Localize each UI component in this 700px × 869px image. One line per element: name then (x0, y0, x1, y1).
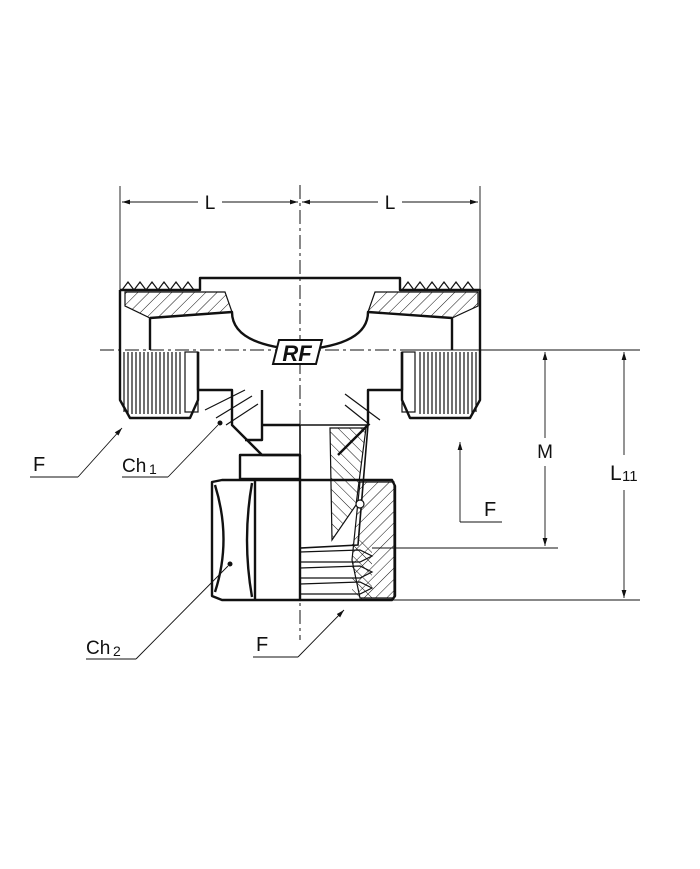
svg-text:2: 2 (113, 643, 121, 659)
dimension-label-l11: L 11 (610, 462, 638, 485)
label-ch2: Ch 2 (86, 638, 121, 659)
nut-inner-thread (299, 534, 374, 600)
callouts: Ch 1 Ch 2 F F F (30, 420, 502, 660)
force-arrow-left (77, 427, 123, 478)
right-dimensions: M L 11 (372, 349, 640, 601)
label-ch1: Ch 1 (122, 456, 157, 477)
svg-text:1: 1 (149, 461, 157, 477)
top-dimension: L L (119, 186, 481, 292)
force-arrow-bottom (297, 609, 345, 658)
dimension-label-l-right: L (385, 193, 396, 214)
right-threaded-end (401, 351, 477, 414)
svg-text:Ch: Ch (122, 456, 146, 477)
fitting-body: RF (118, 276, 482, 602)
force-label-left: F (33, 454, 45, 476)
dimension-label-l-left: L (205, 193, 216, 214)
svg-text:Ch: Ch (86, 638, 110, 659)
force-label-right: F (484, 499, 496, 521)
rf-logo: RF (271, 339, 324, 366)
rf-logo-text: RF (282, 341, 312, 366)
force-label-bottom: F (256, 634, 268, 656)
svg-text:L: L (610, 462, 622, 485)
left-threaded-end (123, 351, 199, 414)
dimension-label-m: M (537, 442, 553, 463)
svg-text:11: 11 (622, 468, 638, 485)
